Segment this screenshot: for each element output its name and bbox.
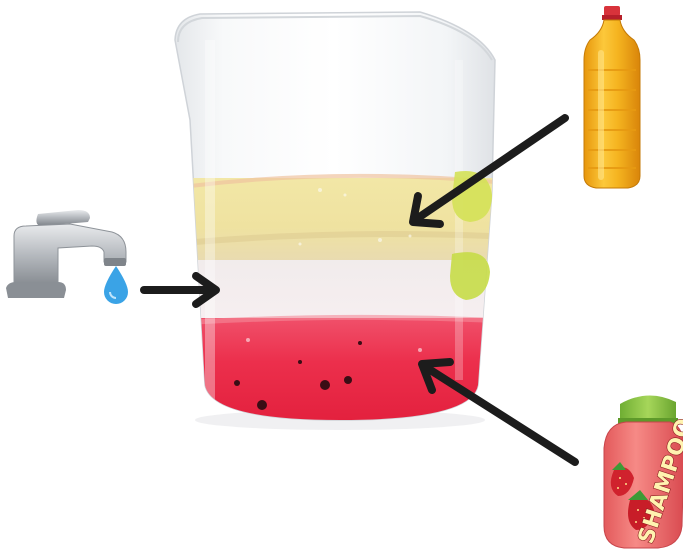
beaker bbox=[170, 12, 500, 430]
shampoo-bottle-icon: SHAMPOO bbox=[604, 395, 683, 548]
oil-layer bbox=[170, 178, 500, 260]
arrow-shampoo-to-red-layer bbox=[422, 362, 575, 462]
shampoo-layer bbox=[170, 318, 500, 428]
arrow-faucet-to-water bbox=[144, 276, 216, 304]
water-drop-icon bbox=[104, 266, 128, 304]
oil-bottle-icon bbox=[584, 6, 640, 188]
